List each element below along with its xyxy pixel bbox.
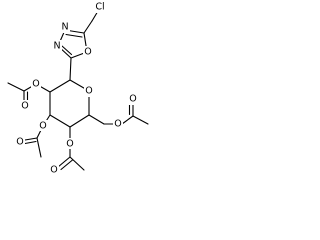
atom-label-pyran-o: O (85, 86, 92, 97)
atom-chlorine: Cl (93, 2, 107, 13)
bond-c2-c1 (49, 79, 71, 93)
bond-oxadiazole-c1 (69, 57, 72, 81)
atom-label-c4-carbonyl-o: O (50, 165, 57, 176)
bond-acyl-c3-methyl (36, 137, 42, 158)
atom-label-c3-carbonyl-o: O (16, 137, 23, 148)
atom-label-c6-carbonyl-o: O (129, 94, 136, 105)
atom-label-c6-ester-o: O (114, 119, 121, 130)
bond-acyl-c3-carbonyl-double (24, 140, 37, 145)
bond-acyl-c4-methyl (69, 156, 85, 171)
bond-c5-n4-double (65, 33, 83, 38)
atom-label-n4: N (61, 22, 68, 33)
bond-c5-c4 (69, 114, 90, 128)
bond-acyl-c6-methyl (132, 115, 149, 125)
atom-o1-oxadiazole: O (83, 46, 93, 58)
atom-o-c4-ester: O (65, 138, 75, 150)
bond-c5-ch2 (88, 114, 105, 125)
atom-label-c3-ester-o: O (39, 121, 46, 132)
atom-label-c2-carbonyl-o: O (21, 101, 28, 112)
atom-o-pyran: O (84, 86, 94, 97)
atom-n3: N (52, 40, 62, 52)
bond-c4-c3 (49, 114, 71, 128)
bond-n3-c2-double (61, 45, 73, 56)
atom-o-c3-carbonyl: O (15, 137, 25, 148)
chemical-structure-diagram: Cl N N O O O O O (7, 2, 149, 176)
bond-acyl-c2-methyl (7, 82, 25, 92)
atom-labels: Cl N N O O O O O (15, 2, 138, 176)
atom-n4: N (60, 22, 70, 33)
atom-label-n3: N (53, 41, 60, 52)
atom-label-c2-ester-o: O (32, 79, 39, 90)
bond-lines (7, 10, 149, 171)
atom-o-c2-ester: O (31, 78, 41, 90)
bond-ch2-oxadiazole (83, 20, 93, 34)
atom-o-c2-carbonyl: O (20, 100, 30, 112)
bond-acyl-c4-carbonyl-double (60, 159, 74, 171)
bond-o-acyl-c6 (121, 115, 134, 125)
atom-o-c6-carbonyl: O (128, 94, 138, 105)
atom-label-cl: Cl (95, 2, 104, 13)
atom-label-o1: O (84, 47, 91, 58)
bond-acyl-c3-carbonyl (24, 137, 38, 141)
atom-label-c4-ester-o: O (66, 139, 73, 150)
atom-o-c3-ester: O (38, 120, 48, 132)
atom-o-c6-ester: O (113, 118, 123, 130)
bond-acyl-c4-carbonyl (57, 156, 71, 168)
atom-o-c4-carbonyl: O (49, 165, 59, 176)
